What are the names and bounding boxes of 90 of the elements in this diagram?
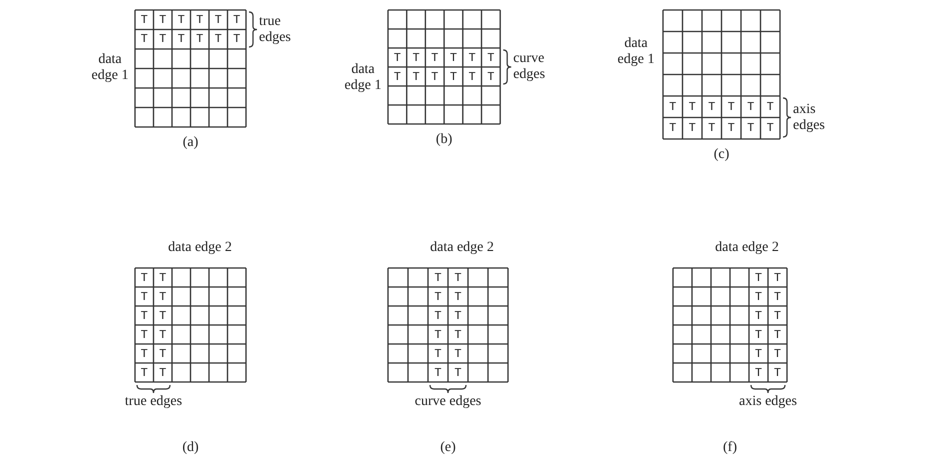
cell-label: T [454, 290, 462, 302]
cell-label: T [486, 70, 495, 82]
cell-label: T [688, 122, 696, 134]
cell-label: T [727, 122, 736, 134]
cell-label: T [486, 52, 495, 64]
cell-label: T [708, 100, 716, 113]
cell-label: T [668, 122, 677, 134]
cell-label: T [158, 14, 167, 26]
panel-label: (c) [712, 147, 730, 163]
cell-label: T [177, 33, 186, 46]
cell-label: T [434, 310, 442, 322]
cell-label: T [177, 14, 186, 26]
cell-label: T [454, 366, 462, 378]
brace-label: true edges [259, 14, 292, 46]
cell-label: T [727, 100, 736, 113]
axis-label: data edge 1 [90, 52, 130, 84]
brace-label: axis edges [738, 394, 798, 410]
cell-label: T [754, 272, 762, 284]
cell-label: T [454, 272, 462, 284]
cell-label: T [754, 290, 762, 302]
cell-label: T [214, 33, 222, 46]
cell-label: T [468, 52, 476, 64]
cell-label: T [774, 272, 782, 284]
cell-label: T [454, 328, 462, 340]
panel-label: (b) [434, 132, 454, 148]
cell-label: T [430, 52, 439, 64]
cell-label: T [393, 52, 402, 64]
cell-label: T [158, 290, 167, 302]
cell-label: T [140, 328, 148, 340]
cell-label: T [774, 348, 782, 360]
panel-label: (d) [181, 440, 200, 456]
cell-label: T [140, 310, 148, 322]
cell-label: T [140, 33, 148, 46]
cell-label: T [668, 100, 677, 113]
cell-label: T [754, 348, 762, 360]
cell-label: T [158, 328, 167, 340]
cell-label: T [412, 70, 420, 82]
cell-label: T [140, 366, 148, 378]
cell-label: T [774, 366, 782, 378]
cell-label: T [774, 310, 782, 322]
cell-label: T [434, 328, 442, 340]
cell-label: T [434, 366, 442, 378]
cell-label: T [232, 33, 241, 46]
brace-label: curve edges [513, 51, 546, 83]
axis-label: data edge 2 [167, 240, 233, 256]
cell-label: T [434, 290, 442, 302]
cell-label: T [158, 272, 167, 284]
cell-label: T [449, 70, 458, 82]
cell-label: T [158, 33, 167, 46]
axis-label: data edge 1 [616, 36, 656, 68]
cell-label: T [746, 100, 755, 113]
cell-label: T [214, 14, 222, 26]
cell-label: T [708, 122, 716, 134]
cell-label: T [468, 70, 476, 82]
cell-label: T [393, 70, 402, 82]
axis-label: data edge 2 [714, 240, 780, 256]
panel-label: (a) [182, 135, 200, 151]
cell-label: T [754, 310, 762, 322]
cell-label: T [454, 310, 462, 322]
cell-label: T [754, 328, 762, 340]
axis-label: data edge 2 [429, 240, 495, 256]
cell-label: T [140, 348, 148, 360]
panel-label: (f) [722, 440, 738, 456]
cell-label: T [196, 14, 204, 26]
cell-label: T [454, 348, 462, 360]
cell-label: T [412, 52, 420, 64]
cell-label: T [774, 328, 782, 340]
cell-label: T [158, 310, 167, 322]
cell-label: T [232, 14, 241, 26]
cell-label: T [158, 348, 167, 360]
brace-label: axis edges [793, 102, 826, 134]
cell-label: T [140, 290, 148, 302]
cell-label: T [754, 366, 762, 378]
cell-label: T [158, 366, 167, 378]
axis-label: data edge 1 [344, 62, 382, 94]
cell-label: T [774, 290, 782, 302]
cell-label: T [434, 272, 442, 284]
brace-label: true edges [124, 394, 184, 410]
cell-label: T [140, 272, 148, 284]
cell-label: T [196, 33, 204, 46]
cell-label: T [746, 122, 755, 134]
brace-label: curve edges [414, 394, 482, 410]
cell-label: T [449, 52, 458, 64]
cell-label: T [688, 100, 696, 113]
cell-label: T [766, 100, 774, 113]
panel-label: (e) [439, 440, 457, 456]
cell-label: T [766, 122, 774, 134]
cell-label: T [140, 14, 148, 26]
cell-label: T [430, 70, 439, 82]
cell-label: T [434, 348, 442, 360]
